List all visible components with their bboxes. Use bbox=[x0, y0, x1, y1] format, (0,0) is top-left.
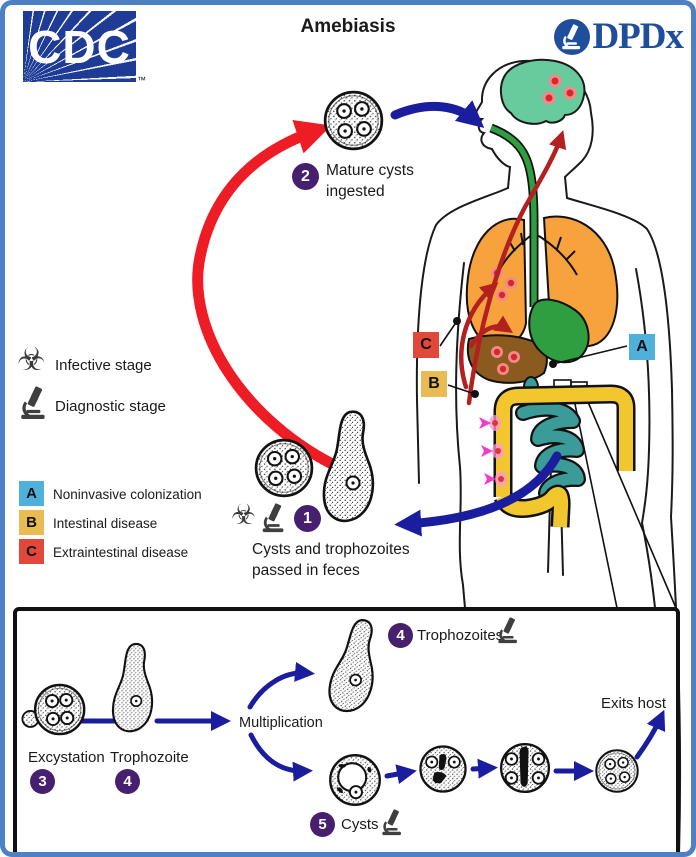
cyst-illustration bbox=[253, 437, 315, 499]
diagnostic-stage-label: Diagnostic stage bbox=[55, 398, 166, 415]
multiplication-label: Multiplication bbox=[239, 715, 323, 731]
legend-box-a: A bbox=[19, 481, 44, 506]
trophozoite-illustration bbox=[319, 409, 379, 527]
legend-box-b: B bbox=[19, 510, 44, 535]
stage-2-caption: Mature cysts ingested bbox=[326, 162, 414, 200]
brain-abscess-spots bbox=[542, 74, 577, 105]
label-connectors bbox=[439, 317, 628, 398]
biohazard-icon: ☣ bbox=[231, 498, 257, 531]
legend-label-c: Extraintestinal disease bbox=[53, 545, 189, 560]
stage-1-caption: Cysts and trophozoites passed in feces bbox=[252, 541, 410, 579]
infective-stage-label: Infective stage bbox=[55, 357, 152, 374]
cdc-logo-text: CDC bbox=[28, 20, 131, 73]
stomach bbox=[528, 298, 590, 364]
stage-5-badge: 5 bbox=[310, 812, 335, 837]
stage-3-badge: 3 bbox=[30, 769, 55, 794]
microscope-icon bbox=[259, 503, 289, 533]
mature-cyst-illustration bbox=[322, 89, 385, 152]
maturing-cyst-illustration bbox=[498, 741, 552, 795]
microscope-icon bbox=[554, 18, 591, 55]
body-tag-a: A bbox=[629, 334, 655, 360]
arrow-to-brain bbox=[466, 130, 567, 406]
microscope-icon bbox=[379, 809, 406, 836]
stage-2-badge: 2 bbox=[292, 163, 319, 190]
dpdx-logo: DPDx bbox=[554, 16, 684, 57]
legend-label-a: Noninvasive colonization bbox=[53, 487, 202, 502]
brain bbox=[499, 58, 586, 125]
stage-1-badge: 1 bbox=[294, 505, 321, 532]
arrow-to-liver bbox=[468, 315, 513, 349]
legend-box-c: C bbox=[19, 539, 44, 564]
exits-host-label: Exits host bbox=[601, 695, 667, 712]
stage-4-badge: 4 bbox=[115, 769, 140, 794]
excystation-illustration bbox=[21, 681, 87, 738]
dissemination-arrows bbox=[459, 130, 567, 406]
excystation-label: Excystation bbox=[28, 749, 105, 766]
trophozoite-illustration bbox=[109, 633, 157, 745]
trophozoite-label: Trophozoite bbox=[110, 749, 189, 766]
developing-cyst-illustration bbox=[417, 743, 469, 795]
page-title: Amebiasis bbox=[300, 16, 396, 37]
esophagus bbox=[489, 123, 539, 307]
small-intestine bbox=[515, 400, 586, 501]
microscope-icon bbox=[17, 386, 51, 420]
body-tag-c: C bbox=[413, 332, 439, 358]
dpdx-logo-text: DPDx bbox=[592, 16, 684, 57]
body-tag-b: B bbox=[421, 371, 447, 397]
legend-label-b: Intestinal disease bbox=[53, 516, 158, 531]
cdc-trademark: ™ bbox=[137, 75, 146, 85]
liver bbox=[466, 334, 548, 384]
trophozoites-label: Trophozoites bbox=[417, 627, 504, 644]
microscope-icon bbox=[495, 617, 522, 644]
arrow-to-lung bbox=[459, 282, 499, 390]
stage-4b-badge: 4 bbox=[388, 623, 413, 648]
development-detail-panel: Excystation 3 Trophozoite 4 Multiplicati… bbox=[13, 607, 680, 852]
cysts-label: Cysts bbox=[341, 816, 379, 833]
liver-abscess-spots bbox=[491, 346, 520, 375]
immature-cyst-illustration bbox=[327, 752, 383, 808]
mature-cyst-illustration bbox=[594, 748, 640, 794]
biohazard-icon: ☣ bbox=[17, 340, 46, 378]
cdc-logo: CDC bbox=[23, 11, 136, 82]
